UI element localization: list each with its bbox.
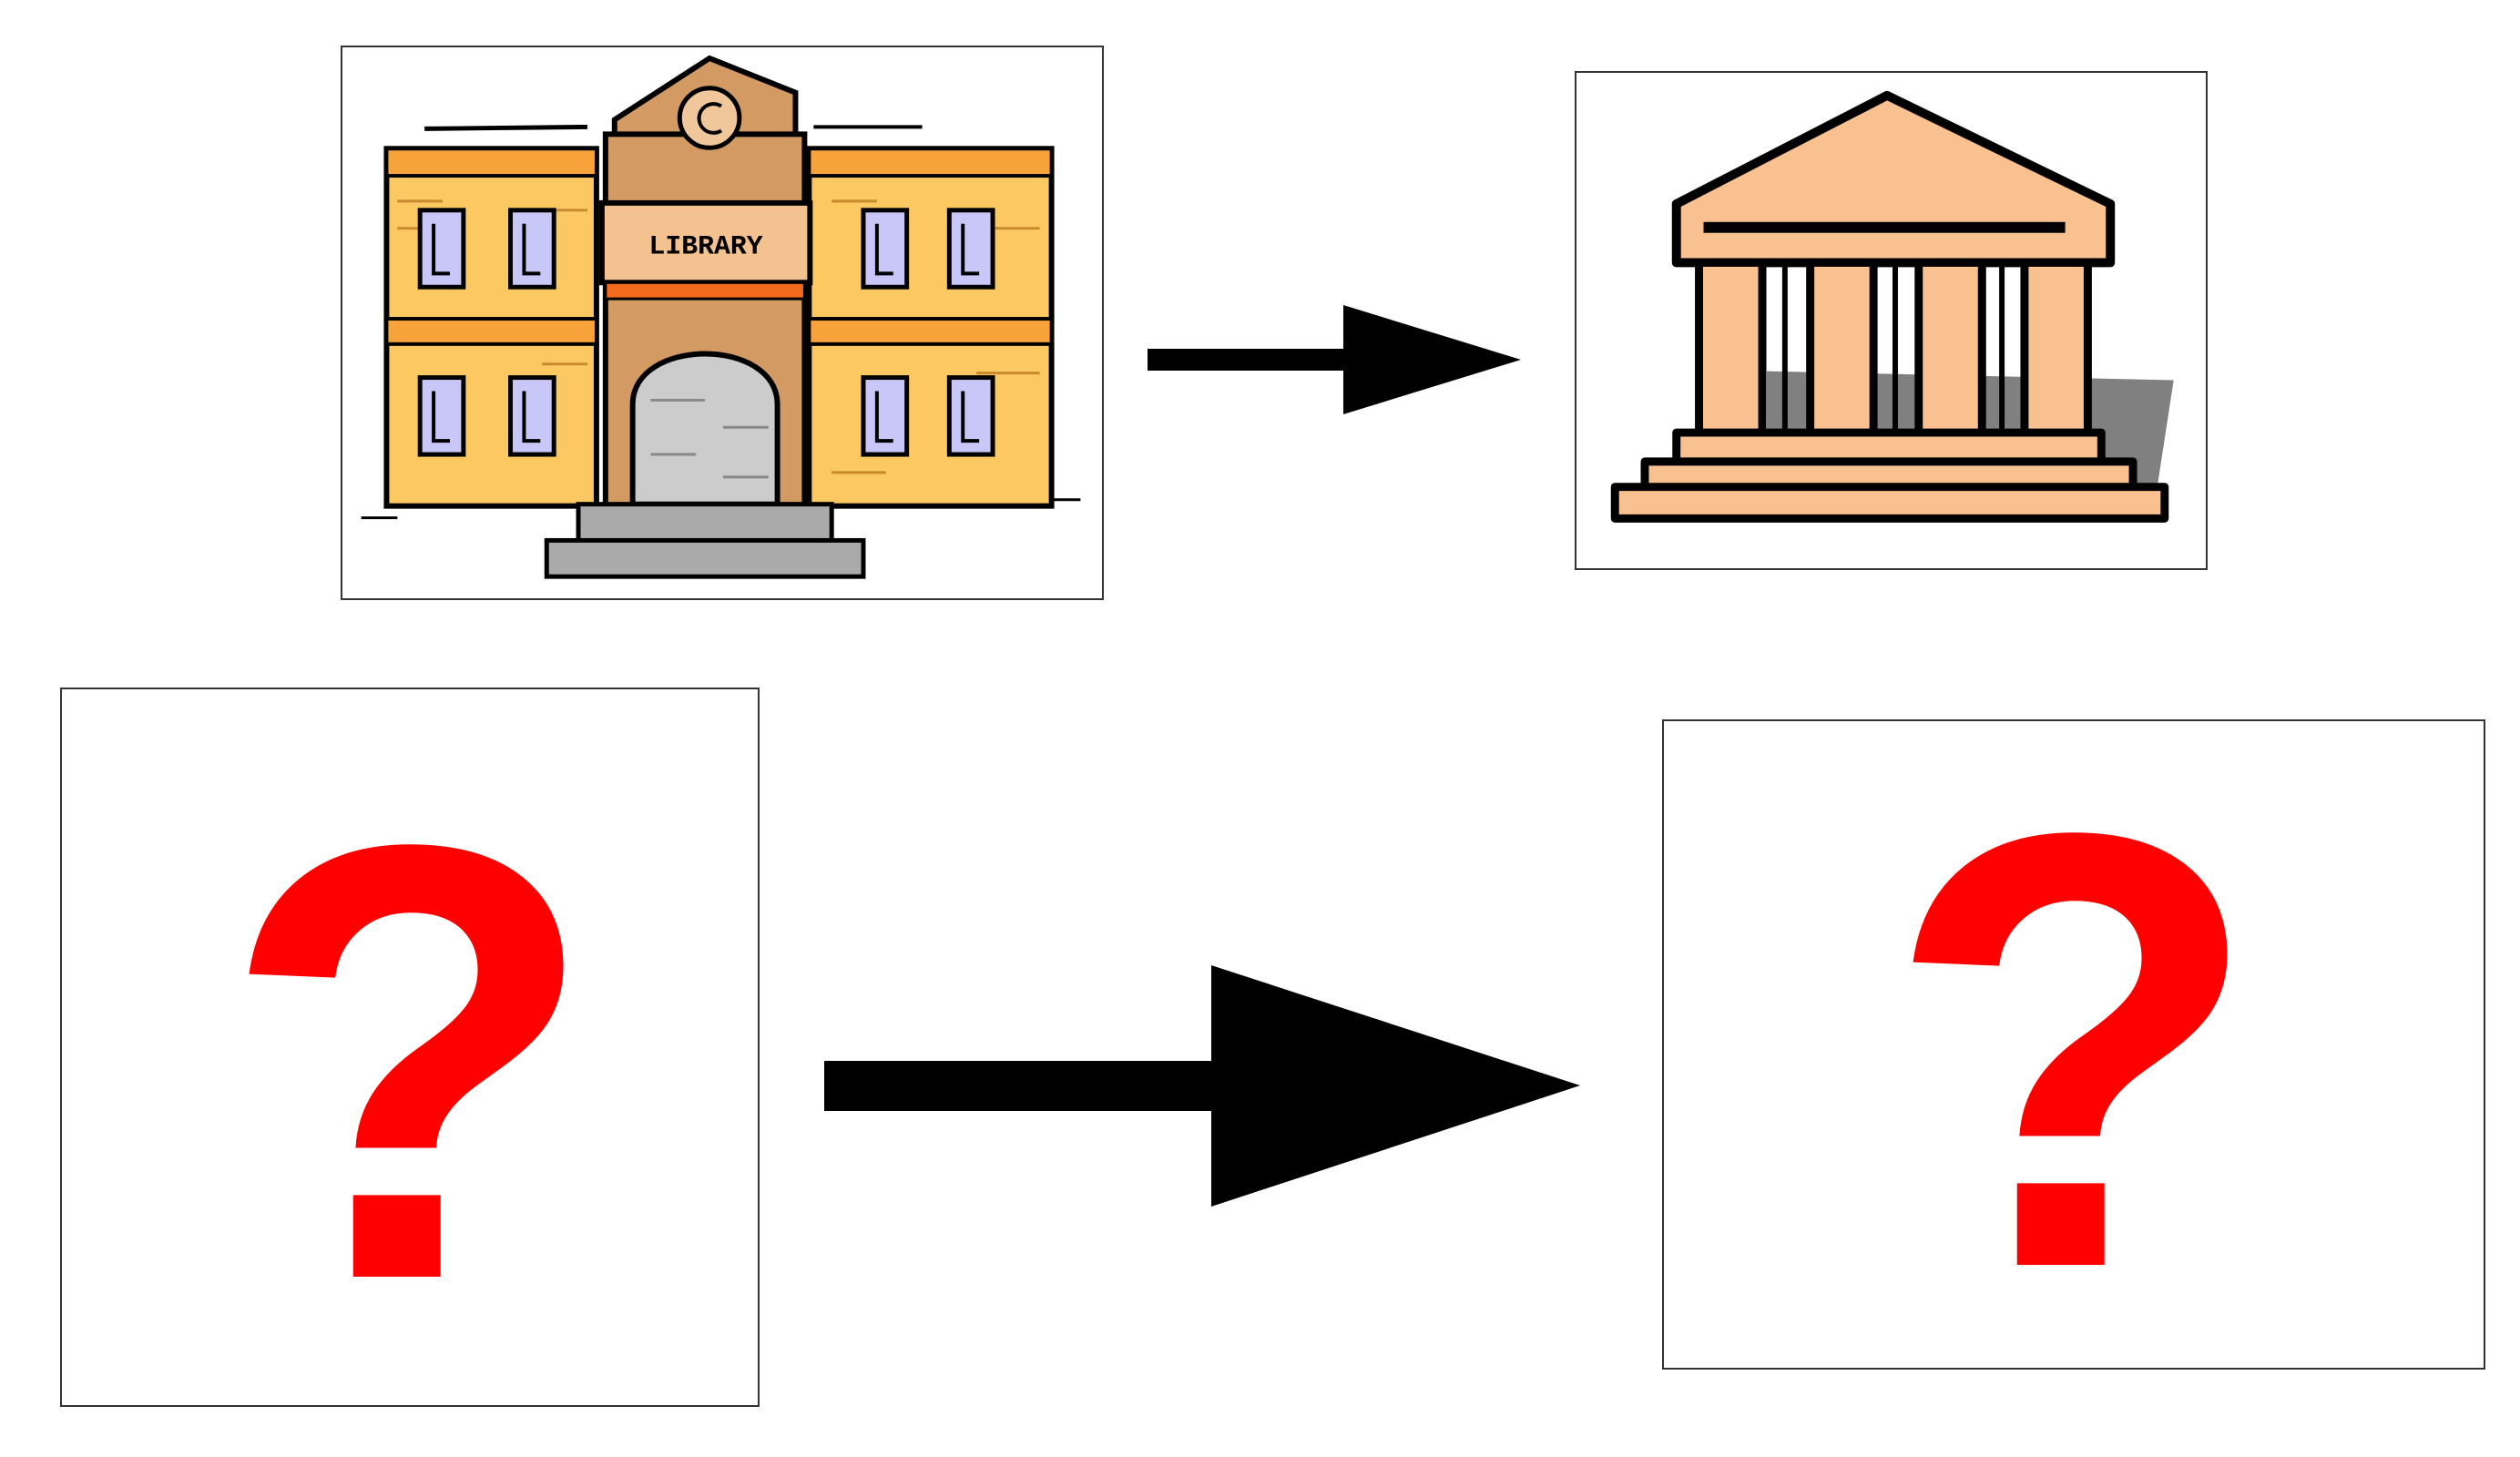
library-sign-text: LIBRARY (649, 231, 763, 262)
museum-building-icon (1610, 90, 2174, 523)
question-mark-icon: ? (220, 717, 599, 1407)
library-building-icon: LIBRARY (361, 55, 1081, 579)
bottom-arrow (824, 965, 1580, 1207)
top-arrow (1148, 305, 1521, 414)
unknown-source-panel: ? (60, 688, 760, 1407)
library-image-panel: LIBRARY (341, 46, 1104, 600)
museum-image-panel (1575, 71, 2208, 570)
question-mark-icon: ? (1884, 719, 2263, 1370)
unknown-target-panel: ? (1662, 719, 2485, 1370)
